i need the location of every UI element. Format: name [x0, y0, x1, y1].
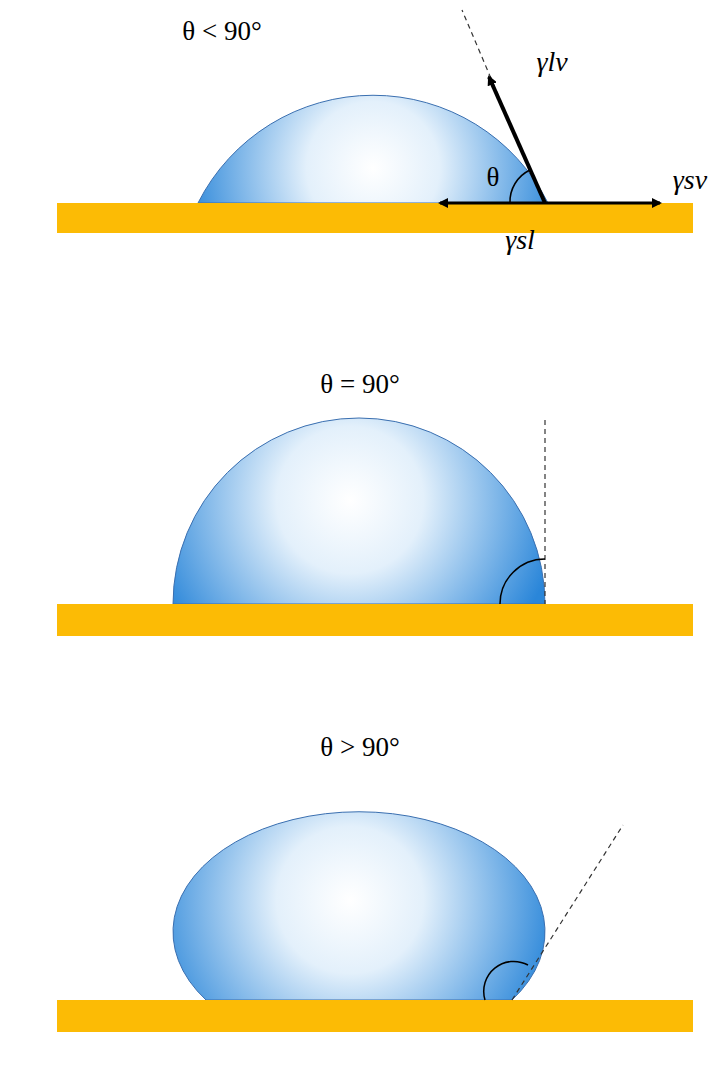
angle-condition: θ < 90° — [182, 17, 261, 47]
tension-symbol: γsv — [673, 165, 707, 196]
droplet-obtuse — [57, 812, 693, 1032]
angle-condition: θ > 90° — [320, 733, 399, 763]
angle-condition: θ = 90° — [320, 370, 399, 400]
tension-symbol: γlv — [536, 47, 567, 78]
angle-symbol: θ — [487, 163, 500, 193]
tension-symbol: γsl — [505, 225, 535, 256]
droplet-right-angle — [57, 418, 693, 636]
droplet-acute — [57, 10, 693, 233]
